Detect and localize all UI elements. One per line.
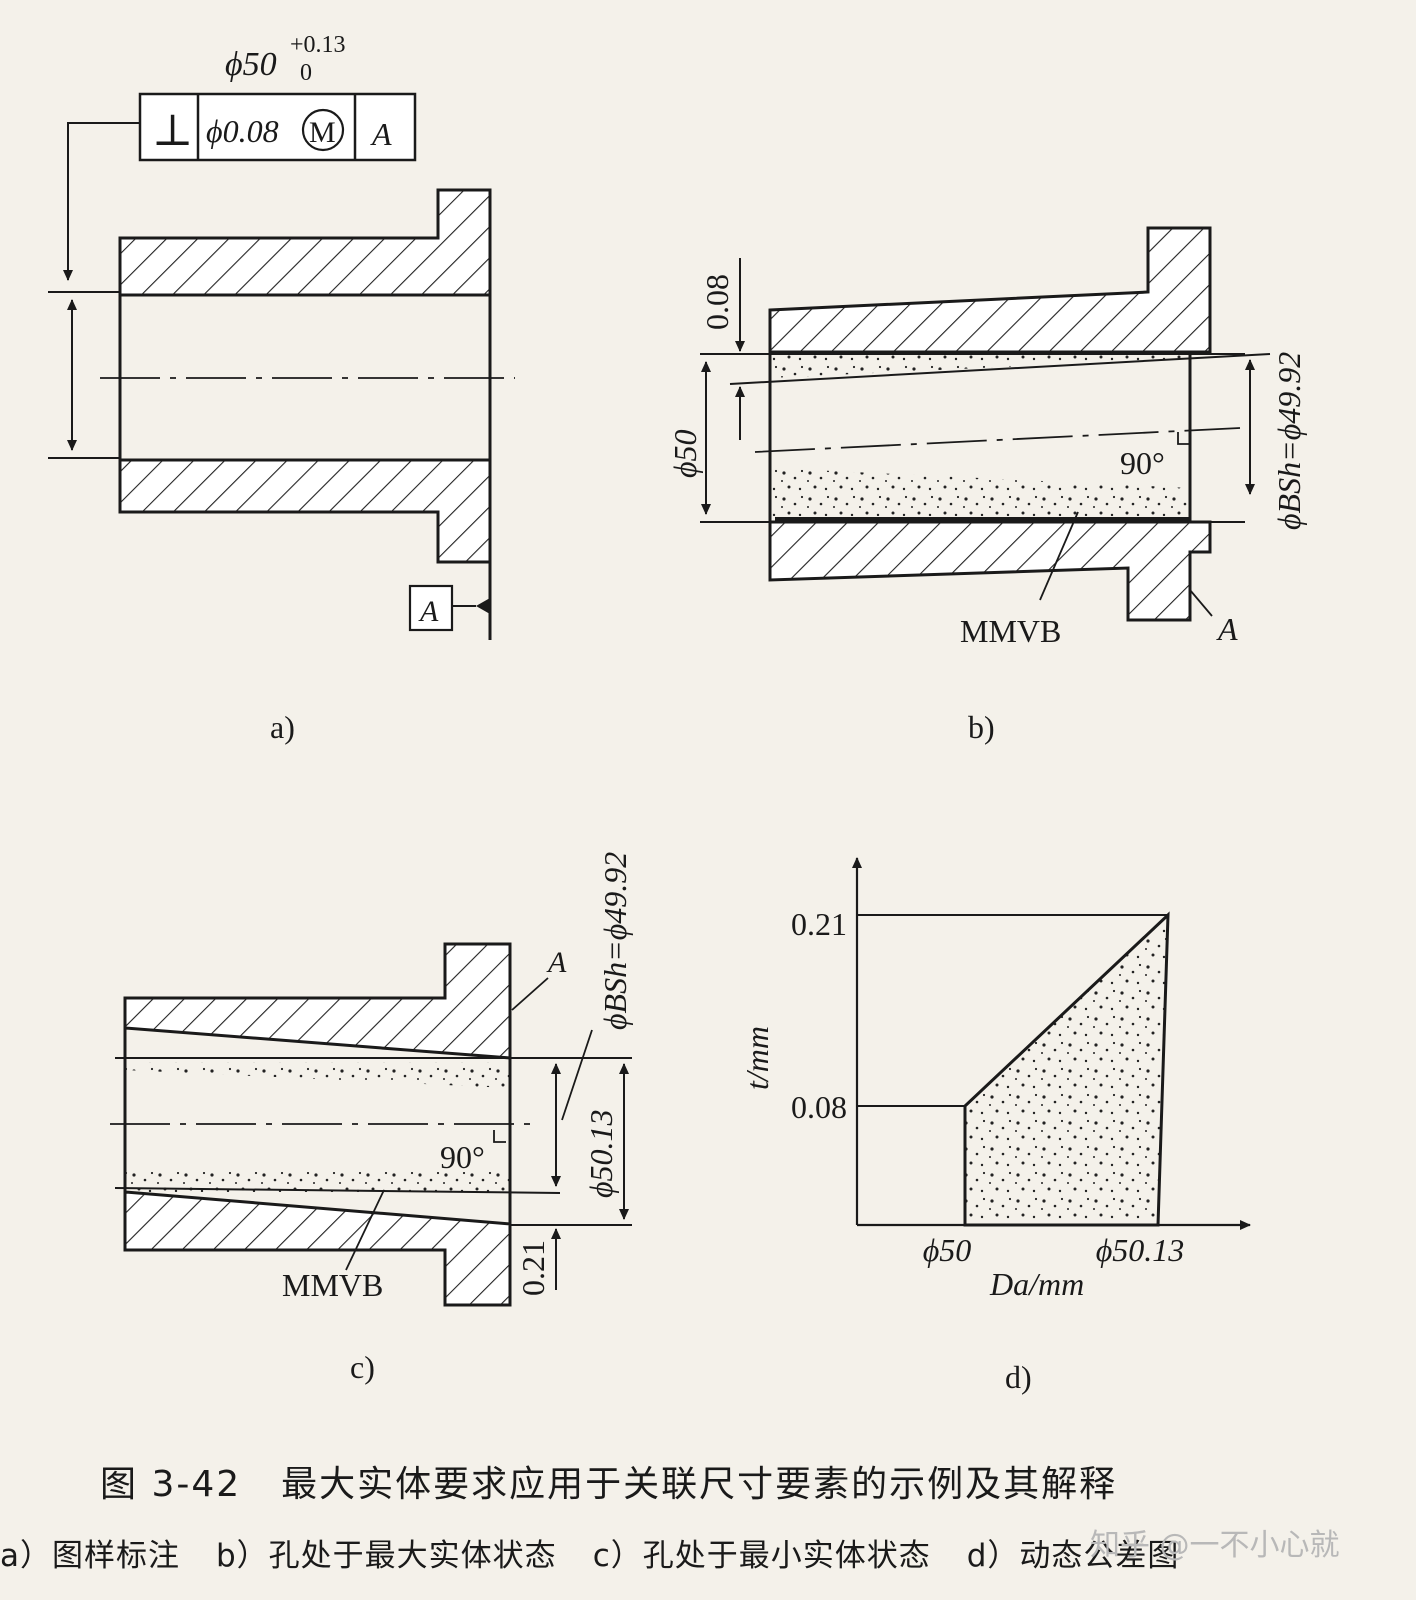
mmc-modifier-icon <box>301 108 345 152</box>
fcf-tolerance: ϕ0.08 <box>206 113 279 149</box>
angle-label: 90° <box>1120 445 1165 481</box>
panel-c: 90° ϕ50.13 0.21 ϕBSh=ϕ49.92 A MMVB c) <box>110 852 633 1385</box>
panel-d-chart: 0.08 0.21 ϕ50 ϕ50.13 t/mm Da/mm d) <box>739 857 1251 1395</box>
subcaption-b: b）孔处于最大实体状态 <box>216 1538 557 1574</box>
y-tick-label: 0.08 <box>791 1089 847 1125</box>
datum-letter: A <box>418 595 439 628</box>
sleeve-top-section <box>123 942 512 1060</box>
mmvb-band-bottom <box>770 468 1190 516</box>
fcf-modifier: M <box>309 116 336 149</box>
mmvb-band-top <box>125 1062 510 1088</box>
dim-0-08: 0.08 <box>699 274 735 330</box>
sleeve-top-section <box>768 226 1212 354</box>
upper-deviation: +0.13 <box>290 32 346 58</box>
figure-number: 图 3-42 <box>100 1464 242 1505</box>
panel-b: 90° 0.08 ϕ50 ϕBSh=ϕ49.92 MMVB A b) <box>667 226 1307 745</box>
panel-d-label: d) <box>1005 1359 1032 1395</box>
sleeve-bottom-section <box>118 458 492 564</box>
tolerance-zone <box>963 911 1170 1227</box>
subcaption-a: a）图样标注 <box>0 1538 180 1574</box>
lower-deviation: 0 <box>300 60 312 86</box>
y-axis-label: t/mm <box>739 1026 775 1090</box>
y-tick-label: 0.21 <box>791 906 847 942</box>
mmvb-label: MMVB <box>960 613 1061 649</box>
angle-label: 90° <box>440 1139 485 1175</box>
dim-phi50-13: ϕ50.13 <box>583 1109 619 1198</box>
panel-b-label: b) <box>968 709 995 745</box>
figure-title: 最大实体要求应用于关联尺寸要素的示例及其解释 <box>281 1464 1118 1505</box>
bs-label: ϕBSh=ϕ49.92 <box>1271 352 1307 530</box>
subcaption-c: c）孔处于最小实体状态 <box>592 1538 931 1574</box>
datum-a-box <box>408 584 454 632</box>
panel-c-label: c) <box>350 1349 375 1385</box>
technical-figure: ϕ50 +0.13 0 ⊥ ϕ0.08 M A A a) <box>48 32 1307 1395</box>
mmvb-label: MMVB <box>282 1267 383 1303</box>
panel-a: ϕ50 +0.13 0 ⊥ ϕ0.08 M A A a) <box>48 32 515 745</box>
bs-label: ϕBSh=ϕ49.92 <box>597 852 633 1030</box>
sleeve-top-section <box>118 188 492 297</box>
perpendicularity-icon: ⊥ <box>152 106 193 155</box>
x-axis-label: Da/mm <box>989 1266 1084 1302</box>
figure-caption: 图 3-42 最大实体要求应用于关联尺寸要素的示例及其解释 <box>100 1455 1117 1507</box>
x-tick-label: ϕ50.13 <box>1096 1232 1185 1268</box>
size-value: ϕ50 <box>225 46 277 83</box>
datum-label: A <box>1216 611 1238 647</box>
sleeve-bottom-section <box>768 520 1212 622</box>
mmvb-band-bottom <box>125 1172 510 1192</box>
watermark: 知乎 @一不小心就 <box>1090 1528 1340 1563</box>
subcaption-d: d）动态公差图 <box>966 1538 1180 1574</box>
figure-subcaption: a）图样标注 b）孔处于最大实体状态 c）孔处于最小实体状态 d）动态公差图 <box>0 1530 1416 1575</box>
dim-0-21: 0.21 <box>515 1240 551 1296</box>
fcf-frame <box>138 92 417 162</box>
fcf-datum: A <box>370 116 392 152</box>
panel-a-label: a) <box>270 709 295 745</box>
x-tick-label: ϕ50 <box>923 1232 972 1268</box>
dim-phi50: ϕ50 <box>667 429 703 478</box>
mmvb-band-top <box>770 352 1190 378</box>
datum-label: A <box>546 946 567 979</box>
